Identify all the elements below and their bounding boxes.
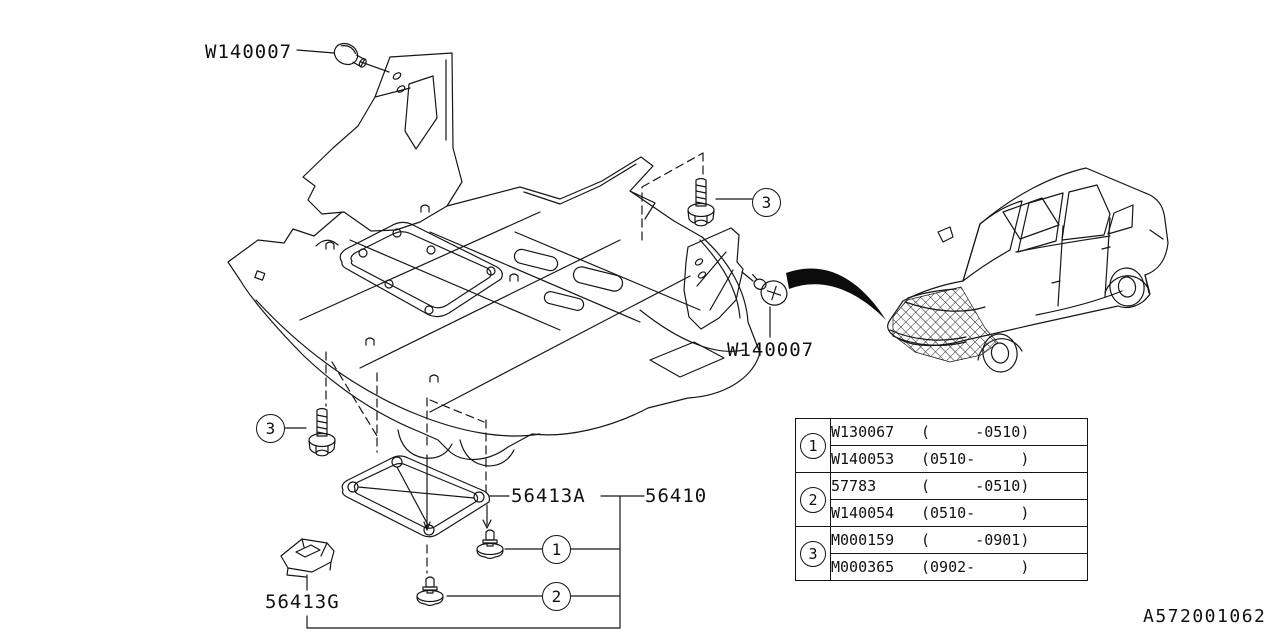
applicability-table: 1 W130067 ( -0510) W140053 (0510- ) 2 5778…: [795, 418, 1088, 581]
part-number: W140053: [831, 450, 895, 468]
part-number: M000365: [831, 558, 895, 576]
push-clip-icon-1: [476, 529, 504, 560]
table-row: W140054 (0510- ): [796, 499, 1088, 527]
part-label-56413g: 56413G: [265, 591, 340, 613]
side-flap-bracket-drawing: [683, 227, 754, 330]
table-part-cell: M000365 (0902- ): [830, 553, 1088, 581]
date-range: (0510- ): [921, 504, 1030, 522]
callout-3-left-number: 3: [265, 419, 276, 438]
part-number: M000159: [831, 531, 895, 549]
leader-lines: [282, 49, 771, 629]
flange-bolt-icon-left: [308, 407, 336, 457]
table-part-cell: W140054 (0510- ): [830, 499, 1088, 527]
part-label-w140007-top: W140007: [205, 41, 293, 63]
table-row: 1 W130067 ( -0510): [795, 418, 1088, 473]
date-range: ( -0901): [921, 531, 1030, 549]
table-row: W140053 (0510- ): [796, 445, 1088, 473]
diagram-id: A572001062: [1143, 606, 1267, 627]
part-number: W130067: [831, 423, 895, 441]
date-range: ( -0510): [921, 423, 1030, 441]
callout-3-left: 3: [256, 414, 285, 443]
screw-grommet-icon-w140007-side: [752, 273, 788, 306]
callout-2-number: 2: [551, 587, 562, 606]
table-callout-2: 2: [800, 486, 826, 513]
access-cover-plate-drawing: [341, 455, 491, 538]
vehicle-outline: [887, 167, 1169, 373]
date-range: (0510- ): [921, 450, 1030, 468]
push-clip-icon-2: [416, 576, 444, 607]
table-ref-cell-3: 3: [795, 526, 831, 581]
cover-location-hatch: [892, 286, 999, 363]
part-label-56413a: 56413A: [511, 485, 586, 507]
bracket-56413g-drawing: [280, 538, 335, 578]
table-part-cell: W130067 ( -0510): [830, 418, 1088, 446]
flange-bolt-icon-top: [687, 177, 715, 227]
under-cover-drawing: [227, 156, 761, 467]
table-ref-cell-2: 2: [795, 472, 831, 527]
table-row: M000365 (0902- ): [796, 553, 1088, 581]
part-number: 57783: [831, 477, 877, 495]
front-flange-bracket-drawing: [302, 52, 463, 232]
push-clip-icon-w140007-top: [333, 42, 367, 68]
part-label-56410: 56410: [645, 485, 708, 507]
table-part-cell: 57783 ( -0510): [830, 472, 1088, 500]
callout-3-top: 3: [752, 188, 781, 217]
table-ref-cell-1: 1: [795, 418, 831, 473]
table-part-cell: M000159 ( -0901): [830, 526, 1088, 554]
part-label-w140007-side: W140007: [727, 339, 815, 361]
part-number: W140054: [831, 504, 895, 522]
callout-1: 1: [542, 535, 571, 564]
callout-2: 2: [542, 582, 571, 611]
dashed-leader-lines: [325, 152, 704, 574]
table-row: 2 57783 ( -0510): [795, 472, 1088, 527]
table-callout-3: 3: [800, 540, 826, 567]
location-arrow: [786, 268, 886, 320]
table-row: 3 M000159 ( -0901): [795, 526, 1088, 581]
callout-1-number: 1: [551, 540, 562, 559]
callout-3-top-number: 3: [761, 193, 772, 212]
table-part-cell: W140053 (0510- ): [830, 445, 1088, 473]
date-range: ( -0510): [921, 477, 1030, 495]
date-range: (0902- ): [921, 558, 1030, 576]
table-callout-1: 1: [800, 432, 826, 459]
